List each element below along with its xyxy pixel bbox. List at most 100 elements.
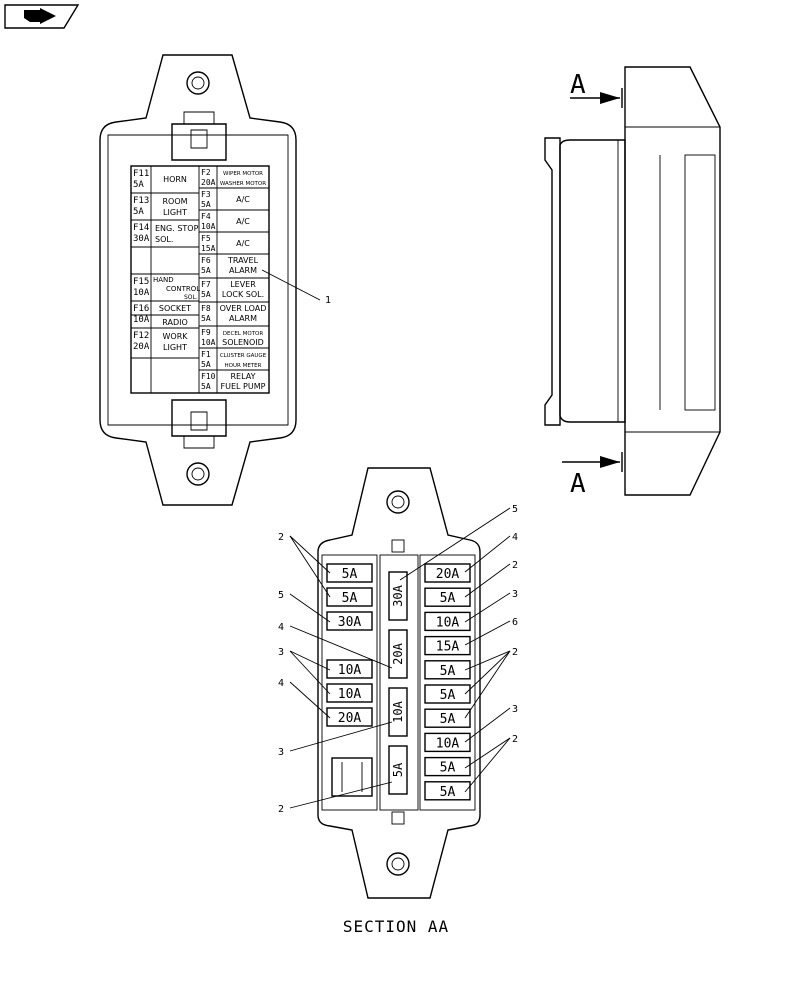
fuse-rating: 15A	[436, 640, 460, 655]
fuse[interactable]: 5A	[424, 684, 471, 704]
fuse-amp: 10A	[201, 338, 216, 347]
fuse[interactable]: 5A	[424, 587, 471, 607]
fuse-rating: 5A	[342, 567, 358, 582]
mount-hole	[186, 462, 210, 486]
fuse[interactable]: 20A	[388, 629, 408, 679]
mount-hole	[386, 852, 410, 876]
fuse-label: WASHER MOTOR	[220, 181, 266, 187]
fuse-rating: 5A	[440, 761, 456, 776]
section-marker-a: A	[570, 469, 586, 499]
fuse-box-lid	[99, 54, 297, 506]
fuse-label: OVER LOAD	[220, 304, 267, 313]
fuse[interactable]: 10A	[424, 611, 471, 632]
fuse-code: F3	[201, 190, 211, 199]
fuse-amp: 15A	[201, 244, 216, 253]
callout-label: 4	[278, 678, 284, 689]
fuse-code: F16	[133, 304, 149, 314]
fuse-amp: 5A	[201, 360, 211, 369]
fuse[interactable]: 15A	[424, 635, 471, 656]
fuse-code: F10	[201, 372, 216, 381]
fuse-amp: 5A	[133, 207, 144, 217]
fuse-code: F5	[201, 234, 211, 243]
fuse-label: HORN	[163, 175, 187, 184]
callout-label: 3	[278, 647, 284, 658]
callout-label: 3	[512, 589, 518, 600]
fuse[interactable]: 5A	[326, 587, 373, 607]
fuse[interactable]: 5A	[424, 708, 471, 728]
latch	[171, 123, 227, 161]
fuse-amp: 5A	[201, 266, 211, 275]
fuse-code: F9	[201, 328, 211, 337]
fuse-label: FUEL PUMP	[221, 382, 266, 391]
mount-hole	[386, 490, 410, 514]
back-arrow-icon[interactable]	[4, 4, 80, 29]
fuse-label: SOL.	[155, 235, 173, 244]
callout-label: 2	[512, 647, 518, 658]
fuse-code: F11	[133, 169, 149, 179]
callout-label: 2	[512, 560, 518, 571]
fuse[interactable]: 5A	[424, 756, 471, 777]
fuse-label: SOL.	[184, 294, 198, 301]
fuse-column-right: 20A 5A 10A 15A 5A 5A 5A 10A 5A 5A	[424, 563, 471, 801]
fuse-amp: 5A	[201, 382, 211, 391]
fuse-code: F15	[133, 277, 149, 287]
fuse[interactable]: 30A	[326, 611, 373, 631]
fuse[interactable]: 10A	[388, 687, 408, 737]
relay-block	[331, 757, 373, 797]
fuse[interactable]: 30A	[388, 571, 408, 621]
fuse[interactable]: 10A	[326, 659, 373, 679]
fuse-label: HOUR METER	[225, 363, 262, 369]
fuse[interactable]: 5A	[424, 660, 471, 680]
callout-label: 2	[278, 532, 284, 543]
fuse-rating: 10A	[338, 663, 362, 678]
fuse-label: WORK	[162, 332, 188, 341]
callout-1: 1	[325, 295, 331, 306]
fuse-rating: 10A	[436, 736, 460, 751]
fuse-amp: 5A	[201, 290, 211, 299]
leader-line	[261, 269, 321, 301]
fuse-label: WIPER MOTOR	[223, 171, 263, 177]
fuse-amp: 20A	[201, 178, 216, 187]
fuse-label: A/C	[236, 217, 250, 226]
section-marker-a: A	[570, 70, 586, 100]
fuse-amp: 10A	[133, 288, 150, 298]
fuse-rating: 20A	[436, 567, 460, 582]
fuse-label: ALARM	[229, 314, 257, 323]
fuse-rating: 30A	[391, 584, 405, 606]
fuse-rating: 5A	[342, 591, 358, 606]
fuse[interactable]: 5A	[424, 781, 471, 801]
fuse-rating: 10A	[391, 700, 405, 722]
fuse-label: A/C	[236, 195, 250, 204]
fuse-code: F12	[133, 331, 149, 341]
fuse-rating: 5A	[391, 762, 405, 777]
fuse-rating: 5A	[440, 664, 456, 679]
fuse[interactable]: 10A	[424, 732, 471, 753]
callout-label: 5	[278, 590, 284, 601]
fuse-label: ENG. STOP	[155, 224, 199, 233]
callout-label: 3	[512, 704, 518, 715]
fuse-column-left: 5A 5A 30A 10A 10A 20A	[326, 563, 373, 727]
fuse[interactable]: 10A	[326, 683, 373, 703]
callout-label: 2	[278, 804, 284, 815]
callout-label: 2	[512, 734, 518, 745]
fuse-label: A/C	[236, 239, 250, 248]
fuse-label: LIGHT	[163, 208, 187, 217]
fuse[interactable]: 20A	[424, 563, 471, 583]
fuse-rating: 10A	[436, 615, 460, 630]
fuse-label: DECEL MOTOR	[223, 331, 264, 337]
fuse[interactable]: 20A	[326, 707, 373, 727]
fuse-code: F4	[201, 212, 211, 221]
fuse-amp: 5A	[201, 314, 211, 323]
fuse-code: F7	[201, 280, 211, 289]
fuse-amp: 10A	[201, 222, 216, 231]
fuse[interactable]: 5A	[388, 745, 408, 795]
fuse-code: F8	[201, 304, 211, 313]
fuse-amp: 30A	[133, 234, 150, 244]
fuse[interactable]: 5A	[326, 563, 373, 583]
callout-label: 3	[278, 747, 284, 758]
fuse-label: ALARM	[229, 266, 257, 275]
